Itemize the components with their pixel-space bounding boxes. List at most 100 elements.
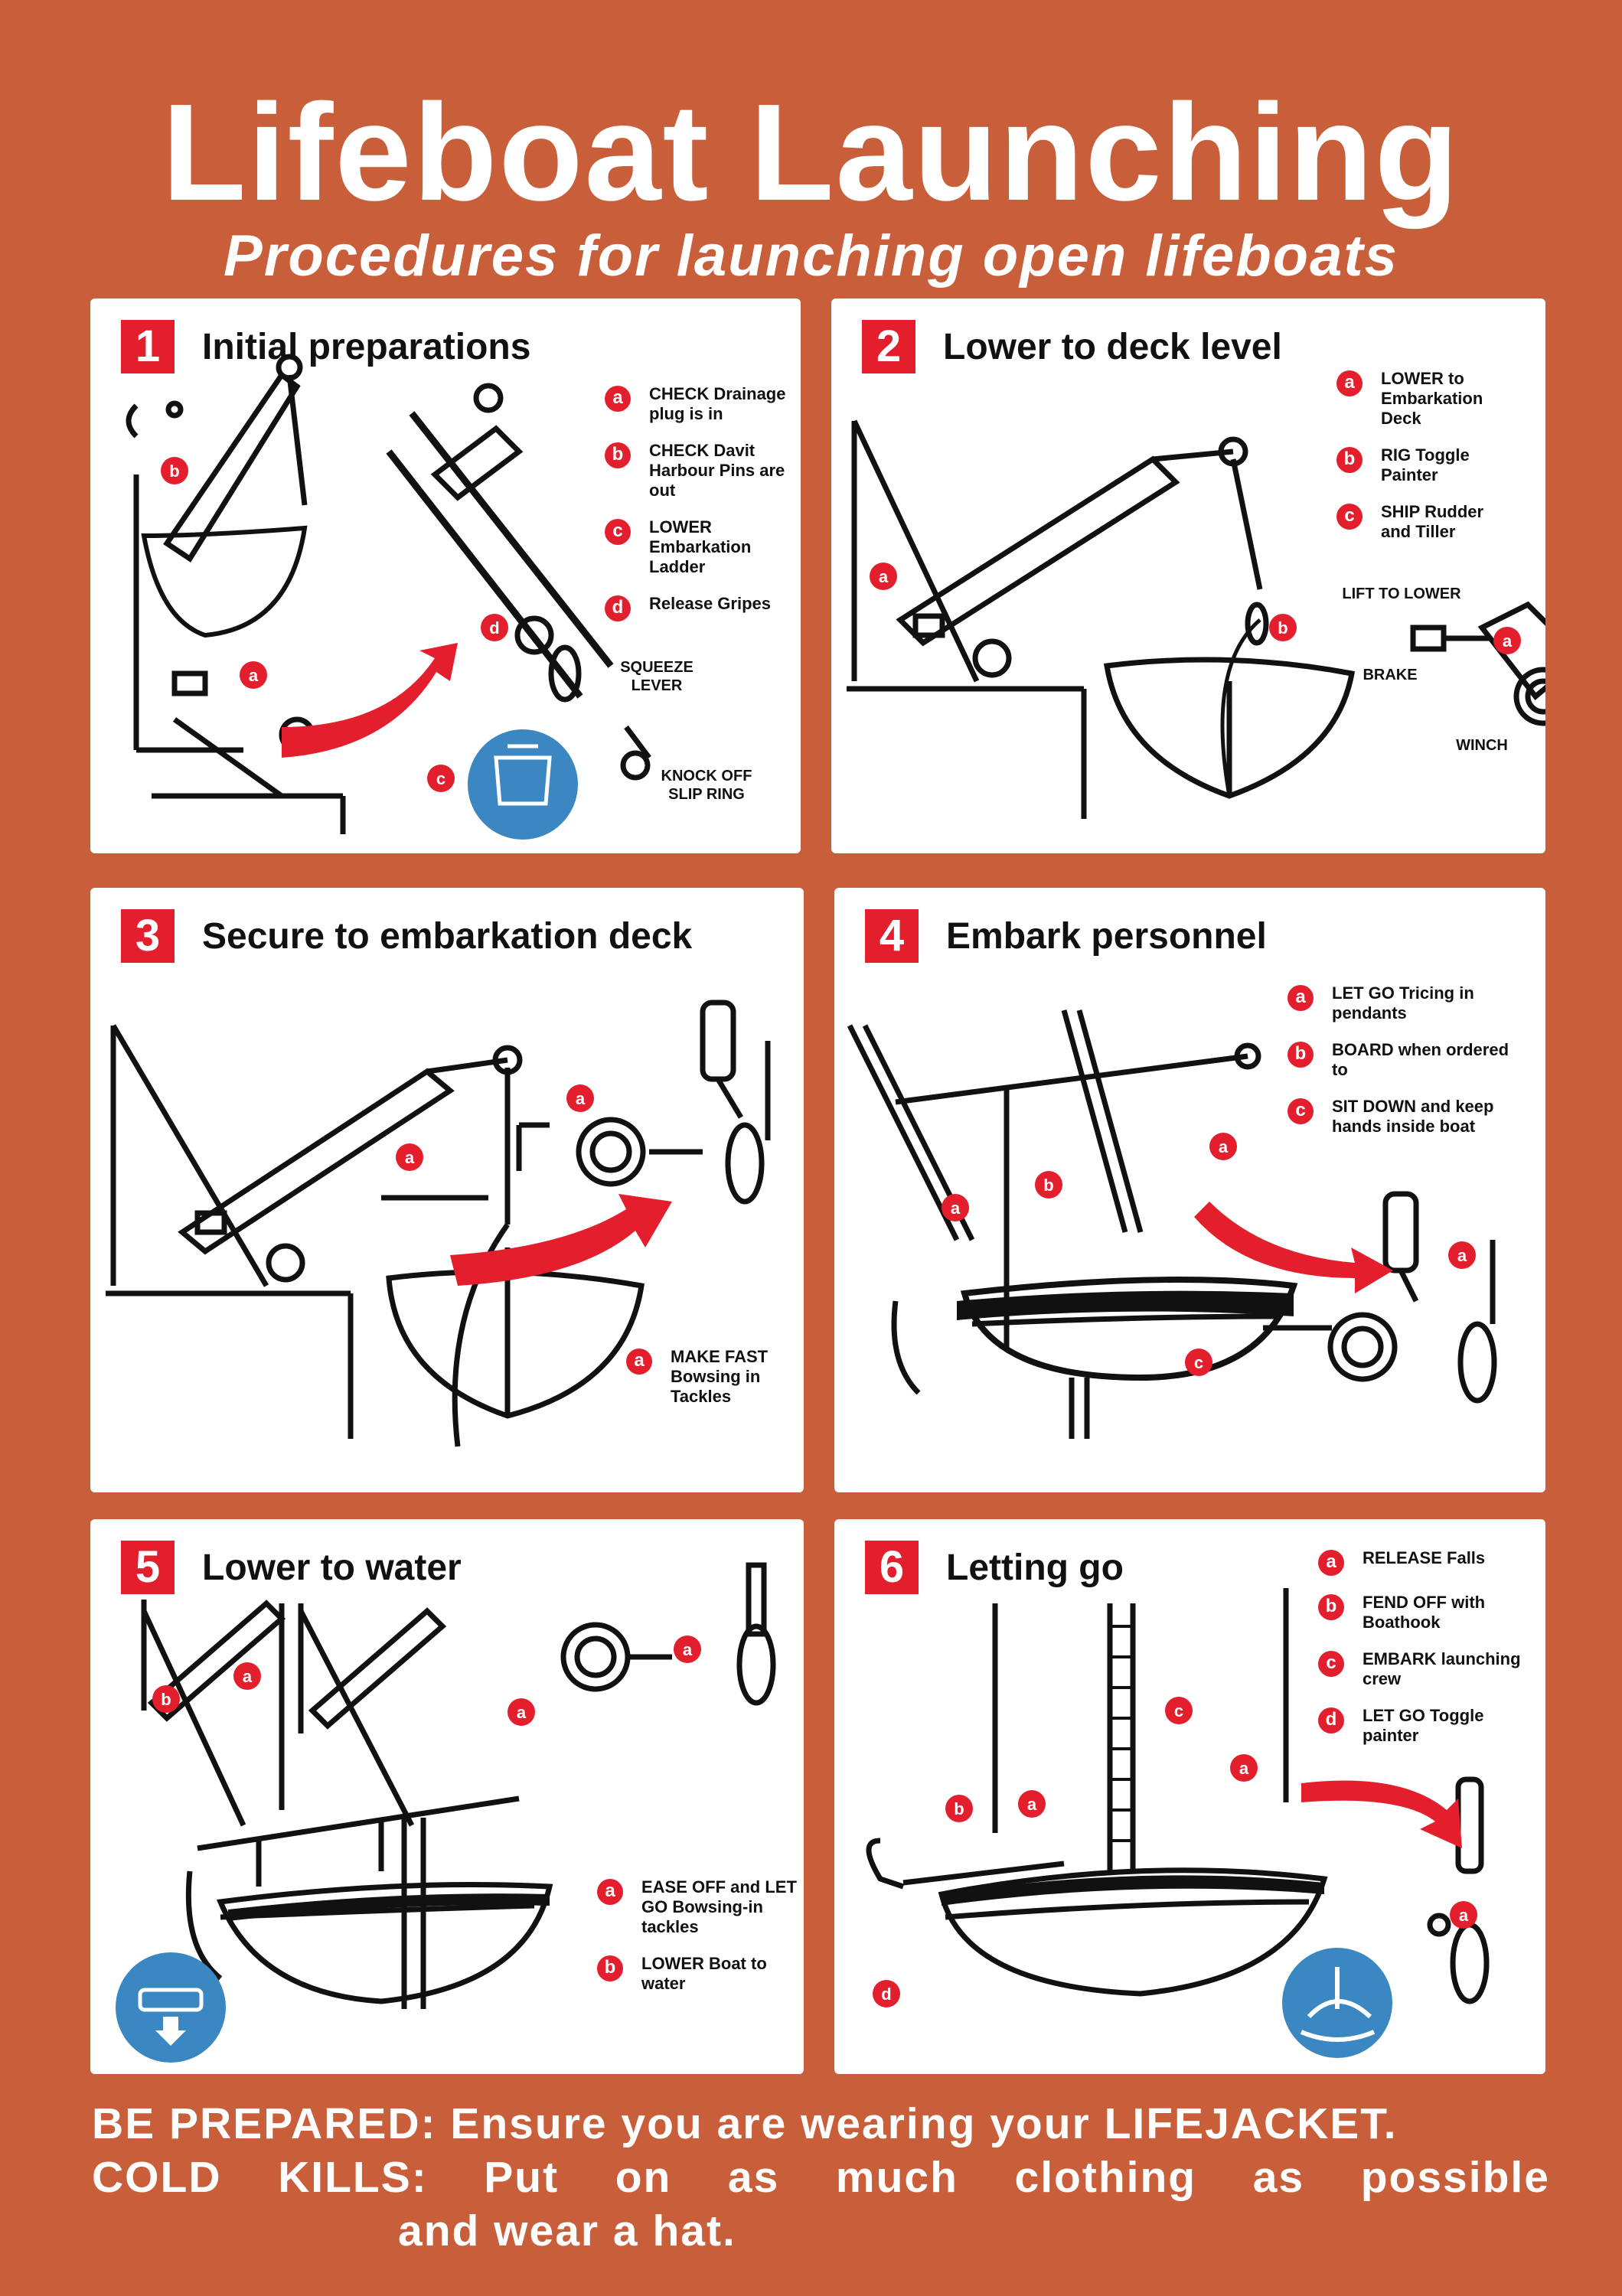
step-item: d LET GO Toggle painter: [1318, 1706, 1523, 1746]
svg-text:a: a: [951, 1199, 961, 1218]
footer-word: on: [615, 2153, 672, 2202]
step-badge: b: [1336, 447, 1363, 473]
step-badge: a: [1336, 370, 1363, 396]
panel-5-header: 5 Lower to water: [121, 1541, 462, 1594]
step-badge: b: [1318, 1594, 1344, 1620]
brake-label: BRAKE: [1363, 667, 1418, 683]
step-badge: c: [1287, 1098, 1314, 1124]
panel-4-number: 4: [865, 909, 919, 963]
panel-6-header: 6 Letting go: [865, 1541, 1124, 1594]
panel-3-steps: a MAKE FAST Bowsing in Tackles: [626, 1347, 785, 1424]
panel-1-number: 1: [121, 320, 175, 373]
panel-4-header: 4 Embark personnel: [865, 909, 1267, 963]
step-item: c SHIP Rudder and Tiller: [1336, 502, 1496, 542]
svg-text:a: a: [1239, 1759, 1249, 1778]
svg-text:b: b: [169, 461, 179, 481]
panel-lower-to-deck-level: a b a 2 Lower to deck level a LOWER to Em…: [831, 298, 1545, 853]
step-text: SIT DOWN and keep hands inside boat: [1332, 1097, 1494, 1136]
step-badge: a: [597, 1879, 623, 1905]
step-badge: a: [605, 386, 631, 412]
illustration-embark: a b a c a: [847, 1009, 1497, 1439]
footer-word: COLD: [92, 2153, 222, 2202]
step-badge: a: [1287, 985, 1314, 1011]
step-badge: b: [605, 442, 631, 468]
step-badge: c: [1336, 504, 1363, 530]
step-text: MAKE FAST Bowsing in Tackles: [671, 1347, 769, 1406]
step-badge: a: [1318, 1550, 1344, 1576]
svg-text:a: a: [405, 1148, 415, 1167]
step-item: b RIG Toggle Painter: [1336, 445, 1496, 485]
footer-word: clothing: [1014, 2153, 1197, 2202]
svg-text:b: b: [161, 1690, 171, 1709]
panel-6-title: Letting go: [946, 1547, 1124, 1588]
step-badge: c: [1318, 1651, 1344, 1677]
step-item: b BOARD when ordered to: [1287, 1040, 1516, 1080]
svg-text:c: c: [1194, 1353, 1203, 1372]
step-badge: d: [605, 595, 631, 621]
svg-text:a: a: [1459, 1906, 1469, 1925]
svg-text:a: a: [1503, 631, 1513, 651]
footer-word: possible: [1360, 2153, 1550, 2202]
panel-3-title: Secure to embarkation deck: [202, 915, 693, 957]
step-text: LET GO Tricing in pendants: [1332, 983, 1474, 1022]
illustration-lower-to-water: b a a a: [116, 1562, 776, 2063]
step-text: LET GO Toggle painter: [1363, 1706, 1484, 1745]
step-item: b FEND OFF with Boathook: [1318, 1593, 1523, 1632]
panel-2-title: Lower to deck level: [943, 326, 1282, 367]
panel-6-number: 6: [865, 1541, 919, 1594]
step-text: BOARD when ordered to: [1332, 1040, 1509, 1079]
panel-2-header: 2 Lower to deck level: [862, 320, 1282, 373]
footer-word: as: [727, 2153, 780, 2202]
step-item: c SIT DOWN and keep hands inside boat: [1287, 1097, 1516, 1137]
panel-5-title: Lower to water: [202, 1547, 462, 1588]
panel-embark-personnel: a b a c a 4 Embark personnel a LET GO Tri…: [834, 888, 1545, 1492]
step-badge: b: [1287, 1042, 1314, 1068]
illustration-lower-to-deck: a b a: [847, 419, 1545, 819]
step-item: b CHECK Davit Harbour Pins are out: [605, 441, 801, 501]
svg-text:a: a: [576, 1089, 586, 1108]
svg-text:a: a: [1457, 1246, 1467, 1265]
step-item: a LET GO Tricing in pendants: [1287, 983, 1516, 1023]
footer-word: much: [835, 2153, 958, 2202]
step-text: RIG Toggle Painter: [1381, 445, 1470, 484]
step-text: LOWER Boat to water: [641, 1954, 767, 1993]
step-text: FEND OFF with Boathook: [1363, 1593, 1486, 1632]
panel-4-steps: a LET GO Tricing in pendants b BOARD when …: [1287, 983, 1516, 1153]
panel-2-steps: a LOWER to Embarkation Deck b RIG Toggle P…: [1336, 369, 1496, 559]
step-text: SHIP Rudder and Tiller: [1381, 502, 1484, 541]
knock-off-slip-ring-label: KNOCK OFF SLIP RING: [661, 768, 752, 803]
poster-title: Lifeboat Launching: [162, 76, 1460, 230]
step-text: CHECK Davit Harbour Pins are out: [649, 441, 785, 500]
poster-subtitle: Procedures for launching open lifeboats: [224, 223, 1398, 289]
step-badge: d: [1318, 1707, 1344, 1733]
step-badge: a: [626, 1349, 652, 1375]
panel-3-header: 3 Secure to embarkation deck: [121, 909, 692, 963]
squeeze-lever-label: SQUEEZE LEVER: [620, 659, 694, 694]
panel-3-number: 3: [121, 909, 175, 963]
svg-text:a: a: [683, 1640, 693, 1659]
footer-be-prepared: BE PREPARED: Ensure you are wearing your…: [92, 2099, 1398, 2148]
svg-text:a: a: [879, 567, 889, 586]
step-badge: b: [597, 1955, 623, 1981]
panel-1-header: 1 Initial preparations: [121, 320, 530, 373]
lift-to-lower-label: LIFT TO LOWER: [1342, 585, 1461, 602]
step-text: LOWER to Embarkation Deck: [1381, 369, 1483, 428]
step-item: a LOWER to Embarkation Deck: [1336, 369, 1496, 429]
svg-text:d: d: [881, 1985, 891, 2004]
svg-text:d: d: [489, 618, 499, 638]
svg-text:c: c: [1174, 1701, 1183, 1720]
winch-label: WINCH: [1456, 737, 1508, 754]
illustration-secure-deck: a a: [106, 1000, 771, 1447]
footer-word: KILLS:: [278, 2153, 428, 2202]
